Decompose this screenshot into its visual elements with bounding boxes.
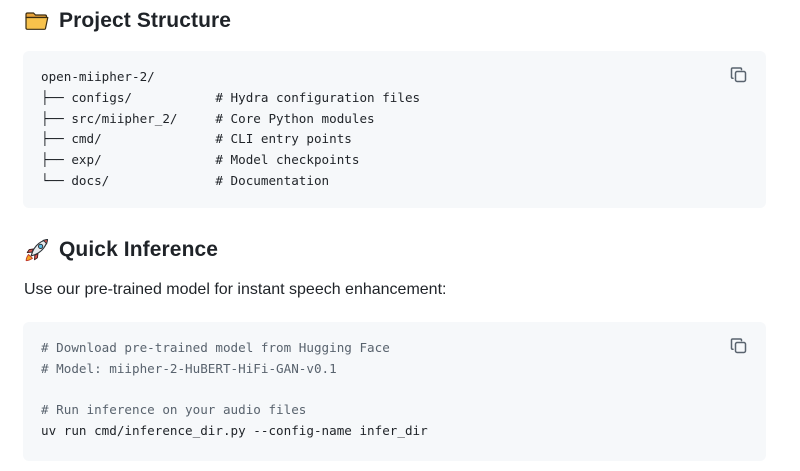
copy-icon	[730, 338, 747, 354]
code-line: # Run inference on your audio files	[41, 402, 307, 418]
code-line: uv run cmd/inference_dir.py --config-nam…	[41, 423, 428, 439]
project-structure-heading: Project Structure	[24, 6, 231, 36]
rocket-icon	[24, 237, 50, 263]
code-line: # Model: miipher-2-HuBERT-HiFi-GAN-v0.1	[41, 360, 337, 376]
code-line: ├── cmd/ # CLI entry points	[41, 131, 352, 147]
copy-icon	[730, 67, 747, 83]
quick-inference-code: # Download pre-trained model from Huggin…	[41, 338, 428, 442]
quick-inference-title: Quick Inference	[59, 238, 219, 261]
code-line: open-miipher-2/	[41, 69, 155, 84]
code-line: ├── exp/ # Model checkpoints	[41, 152, 360, 168]
project-structure-code: open-miipher-2/ ├── configs/ # Hydra conf…	[41, 67, 420, 192]
code-line	[41, 380, 428, 401]
project-structure-code-block: open-miipher-2/ ├── configs/ # Hydra conf…	[23, 51, 766, 208]
copy-button[interactable]	[729, 336, 749, 356]
code-line: ├── src/miipher_2/ # Core Python modules	[41, 110, 375, 126]
project-structure-title: Project Structure	[59, 9, 232, 32]
quick-inference-description: Use our pre-trained model for instant sp…	[24, 281, 447, 298]
quick-inference-code-block: # Download pre-trained model from Huggin…	[23, 322, 766, 461]
code-line: ├── configs/ # Hydra configuration files	[41, 89, 421, 105]
quick-inference-heading: Quick Inference	[24, 235, 218, 265]
code-line: └── docs/ # Documentation	[41, 172, 330, 188]
code-line: # Download pre-trained model from Huggin…	[41, 340, 390, 355]
folder-icon	[24, 8, 50, 34]
copy-button[interactable]	[729, 65, 749, 85]
